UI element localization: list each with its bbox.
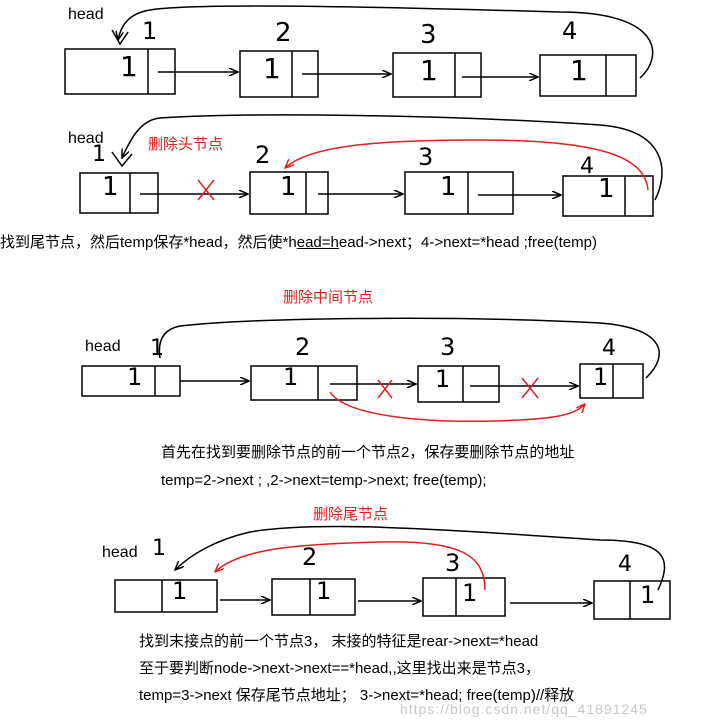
node-value: 1 xyxy=(127,363,143,391)
delete-middle-title: 删除中间节点 xyxy=(283,289,374,306)
delete-middle-line-2: temp=2->next ; ,2->next=temp->next; free… xyxy=(161,472,487,489)
node-number: 2 xyxy=(295,333,311,361)
node-value: 1 xyxy=(598,174,615,204)
node-number: 3 xyxy=(445,549,461,577)
node-number: 4 xyxy=(580,154,594,179)
diagram-3 xyxy=(81,317,660,422)
node-value: 1 xyxy=(435,365,451,393)
watermark: https://blog.csdn.net/qq_41891245 xyxy=(400,701,648,717)
node-value: 1 xyxy=(593,363,609,391)
node-number: 4 xyxy=(602,336,616,361)
node-number: 1 xyxy=(92,142,106,167)
node-value: 1 xyxy=(102,172,119,202)
delete-middle-line-1: 首先在找到要删除节点的前一个节点2，保存要删除节点的地址 xyxy=(161,444,575,461)
loop-4-to-head xyxy=(118,5,654,79)
node-number: 3 xyxy=(440,333,456,361)
node-number: 1 xyxy=(150,336,164,361)
head-label: head xyxy=(85,338,121,355)
node-value: 1 xyxy=(172,577,188,605)
node-value: 1 xyxy=(120,50,138,83)
node-3-box xyxy=(392,52,482,98)
delete-tail-line-2: 至于要判断node->next->next==*head,,这里找出来是节点3， xyxy=(139,660,540,677)
bypass-2-to-4 xyxy=(329,391,585,422)
delete-tail-line-1: 找到末接点的前一个节点3， 末接的特征是rear->next=*head xyxy=(139,633,539,650)
node-value: 1 xyxy=(640,581,656,609)
node-value: 1 xyxy=(462,579,478,607)
node-value: 1 xyxy=(316,577,332,605)
delete-head-description: 找到尾节点，然后temp保存*head，然后使*head=head->next；… xyxy=(0,234,597,251)
head-label: head xyxy=(102,544,138,561)
node-value: 1 xyxy=(280,172,297,202)
node-number: 4 xyxy=(618,552,632,577)
node-value: 1 xyxy=(570,54,588,87)
head-label: head xyxy=(68,130,104,147)
node-number: 4 xyxy=(562,17,578,45)
node-4-box xyxy=(539,54,637,97)
loop-4-to-head xyxy=(158,317,660,379)
node-value: 1 xyxy=(420,54,438,87)
loop-4-to-old-head xyxy=(122,114,663,201)
node-number: 3 xyxy=(418,143,434,171)
node-number: 2 xyxy=(302,543,318,571)
node-value: 1 xyxy=(263,52,281,85)
delete-tail-title: 删除尾节点 xyxy=(313,506,389,523)
new-link-3-to-head xyxy=(215,541,486,591)
node-number: 2 xyxy=(255,141,271,169)
loop-4-to-head xyxy=(175,525,666,591)
node-number: 3 xyxy=(420,20,437,50)
new-link-4-to-2 xyxy=(285,139,649,191)
node-number: 1 xyxy=(142,17,158,45)
diagram-2 xyxy=(79,114,663,217)
head-label: head xyxy=(68,6,104,23)
node-number: 2 xyxy=(275,18,292,48)
delete-tail-line-3: temp=3->next 保存尾节点地址； 3->next=*head; fre… xyxy=(139,687,575,704)
node-value: 1 xyxy=(283,363,299,391)
diagram-4 xyxy=(114,525,671,620)
node-value: 1 xyxy=(440,172,457,202)
node-number: 1 xyxy=(152,536,166,561)
delete-head-title: 删除头节点 xyxy=(148,136,224,153)
diagram-1 xyxy=(64,5,654,98)
